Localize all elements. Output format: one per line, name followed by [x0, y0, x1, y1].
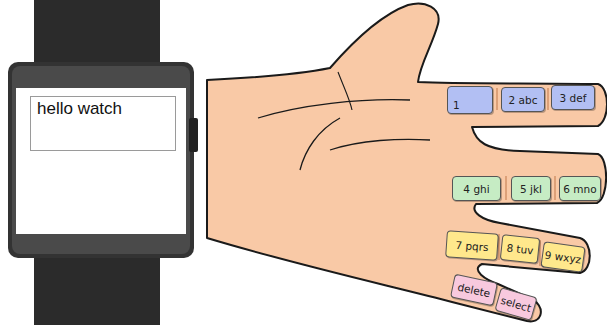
key-button: 2 abc [501, 87, 545, 112]
key-label: 6 mno [563, 183, 596, 195]
finger-crease [499, 234, 540, 266]
key-label: 3 def [560, 92, 587, 104]
watch-screen [16, 88, 186, 234]
watch-band [34, 0, 160, 72]
key-button: 8 tuv [500, 234, 541, 264]
typed-text: hello watch [37, 99, 122, 119]
key-button: 9 wxyz [540, 241, 585, 273]
key-button: 3 def [551, 85, 595, 110]
text-field: hello watch [30, 96, 176, 151]
palm-line [330, 139, 430, 150]
key-label: select [499, 294, 532, 314]
key-button: 7 pqrs [445, 230, 499, 261]
key-button: select [494, 287, 537, 321]
key-label: 2 abc [509, 94, 538, 106]
key-button: 6 mno [559, 176, 601, 201]
key-button: 5 jkl [511, 176, 551, 201]
key-button: 1 [447, 86, 493, 114]
palm-line [300, 118, 340, 170]
palm-line [338, 72, 352, 110]
watch-body [8, 62, 194, 258]
key-button: delete [450, 274, 498, 307]
watch-button [189, 118, 198, 152]
palm-line [258, 100, 410, 118]
key-button: 4 ghi [452, 176, 501, 201]
key-label: 7 pqrs [455, 238, 489, 252]
watch-bezel [12, 66, 190, 254]
key-label: 1 [453, 99, 460, 111]
key-label: 9 wxyz [544, 249, 582, 266]
hand-outline [207, 4, 607, 322]
key-label: 4 ghi [463, 183, 489, 195]
watch-band [34, 248, 160, 325]
finger-crease [506, 176, 555, 200]
key-label: 8 tuv [506, 242, 534, 257]
key-label: 5 jkl [520, 183, 542, 195]
key-label: delete [457, 281, 492, 300]
